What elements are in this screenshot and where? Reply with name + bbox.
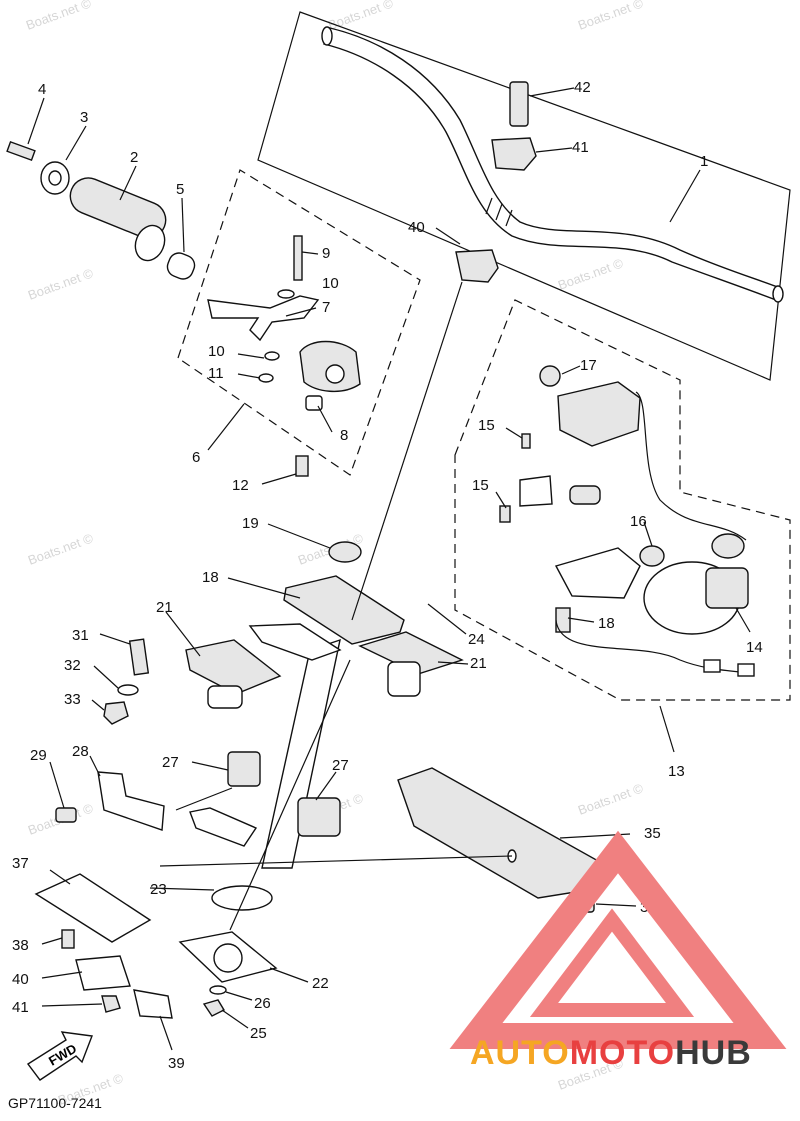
- callout-label: 3: [80, 109, 88, 126]
- callout-label: 42: [574, 79, 591, 96]
- callout-label: 27: [162, 754, 179, 771]
- callout-label: 38: [12, 937, 29, 954]
- callout-label: 41: [12, 999, 29, 1016]
- callout-label: 29: [30, 747, 47, 764]
- callout-label: 26: [254, 995, 271, 1012]
- throttle-assembly-frame: [177, 169, 421, 476]
- leader-lines: [27, 87, 751, 1051]
- logo-text-moto: MOTO: [570, 1034, 675, 1072]
- callout-label: 21: [470, 655, 487, 672]
- callout-label: 40: [408, 219, 425, 236]
- callout-label: 17: [580, 357, 597, 374]
- fwd-arrow-icon: FWD: [26, 1031, 93, 1081]
- callout-label: 37: [12, 855, 29, 872]
- callout-label: 22: [312, 975, 329, 992]
- lower-brackets: [34, 873, 173, 1019]
- steering-column: [189, 541, 405, 869]
- callout-label: 15: [472, 477, 489, 494]
- callout-label: 9: [322, 245, 330, 262]
- callout-label: 32: [64, 657, 81, 674]
- watermark: Boats.net ©: [576, 0, 646, 33]
- watermark: Boats.net ©: [24, 0, 94, 33]
- logo-triangle-icon: [449, 830, 787, 1049]
- throttle-lever: [207, 235, 361, 477]
- callout-label: 5: [176, 181, 184, 198]
- callout-label: 12: [232, 477, 249, 494]
- callout-label: 10: [208, 343, 225, 360]
- diagram-code: GP71100-7241: [8, 1095, 102, 1111]
- callout-label: 1: [700, 153, 708, 170]
- watermark: Boats.net ©: [556, 255, 626, 293]
- callout-label: 27: [332, 757, 349, 774]
- callout-label: 14: [746, 639, 763, 656]
- callout-label: 24: [468, 631, 485, 648]
- logo-text-hub: HUB: [675, 1034, 752, 1072]
- callout-label: 19: [242, 515, 259, 532]
- callout-label: 11: [208, 365, 224, 382]
- callout-label: 41: [572, 139, 589, 156]
- callout-label: 23: [150, 881, 167, 898]
- callout-label: 15: [478, 417, 495, 434]
- callout-label: 13: [668, 763, 685, 780]
- logo-text-auto: AUTO: [470, 1034, 570, 1072]
- callout-label: 10: [322, 275, 339, 292]
- callout-label: 40: [12, 971, 29, 988]
- automotohub-logo: AUTOMOTOHUB: [449, 830, 787, 1072]
- bracket-28: [55, 771, 165, 831]
- callout-label: 35: [644, 825, 661, 842]
- callout-label: 25: [250, 1025, 267, 1042]
- callout-label: 33: [64, 691, 81, 708]
- callout-label: 2: [130, 149, 138, 166]
- callout-label: 21: [156, 599, 173, 616]
- handlebar-clamps: [455, 81, 537, 283]
- grip-assembly: [6, 140, 196, 280]
- callout-label: 39: [168, 1055, 185, 1072]
- watermark: Boats.net ©: [326, 0, 396, 33]
- logo-inner-triangle-icon: [529, 908, 695, 1017]
- hose-clamp-and-plate: [178, 885, 278, 1017]
- callout-label: 7: [322, 299, 330, 316]
- logo-wordmark: AUTOMOTOHUB: [470, 1034, 752, 1072]
- callout-label: 18: [598, 615, 615, 632]
- switch-assembly: [499, 365, 755, 677]
- bolt-washer-nut: [103, 638, 150, 725]
- handlebar-frame: [257, 11, 791, 381]
- callout-label: 6: [192, 449, 200, 466]
- callout-label: 31: [72, 627, 89, 644]
- callout-label: 28: [72, 743, 89, 760]
- mounting-plates: [185, 631, 464, 709]
- watermark: Boats.net ©: [26, 530, 96, 568]
- callout-label: 4: [38, 81, 46, 98]
- callout-label: 18: [202, 569, 219, 586]
- cover-30: [397, 767, 601, 913]
- watermark: Boats.net ©: [576, 780, 646, 818]
- callout-label: 16: [630, 513, 647, 530]
- handlebar: [321, 26, 784, 303]
- callout-labels: 4 3 2 5 9 10 7 10 11 8 6 12 19 18 21 31 …: [12, 79, 763, 1072]
- callout-label: 8: [340, 427, 348, 444]
- watermark: Boats.net ©: [26, 265, 96, 303]
- switch-assembly-frame: [454, 299, 791, 701]
